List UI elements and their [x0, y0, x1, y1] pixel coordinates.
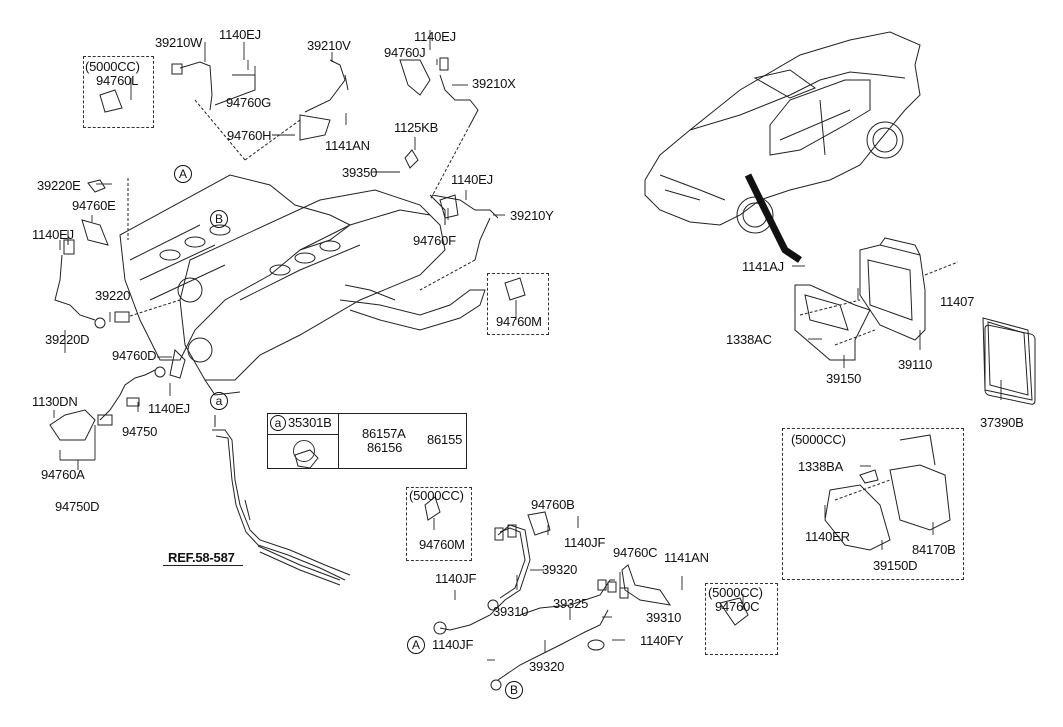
variant-label: (5000CC)	[85, 59, 140, 74]
part-label-1140JF: 1140JF	[564, 535, 606, 550]
part-label-1140FY: 1140FY	[640, 633, 684, 648]
ecu-assembly	[794, 237, 1036, 551]
reference-label: REF.58-587	[168, 550, 235, 565]
variant-label: (5000CC)	[409, 488, 464, 503]
part-label-1140EJ: 1140EJ	[32, 227, 74, 242]
part-label-1140EJ: 1140EJ	[414, 29, 456, 44]
part-label-94760J: 94760J	[384, 45, 426, 60]
part-label-1140EJ: 1140EJ	[451, 172, 493, 187]
part-label-39150: 39150	[826, 371, 862, 386]
part-label-1338AC: 1338AC	[726, 332, 772, 347]
part-label-39210Y: 39210Y	[510, 208, 554, 223]
part-label-1141AJ: 1141AJ	[742, 259, 784, 274]
callout-A-harness: A	[407, 636, 425, 654]
part-label-94760E: 94760E	[72, 198, 116, 213]
variant-box-94760C	[705, 583, 778, 655]
leader-lines	[53, 30, 1002, 661]
variant-label: (5000CC)	[791, 432, 846, 447]
variant-box-ecu-5000cc	[782, 428, 964, 580]
part-label-86157A: 86157A	[362, 426, 406, 441]
part-label-1140ER: 1140ER	[805, 529, 850, 544]
variant-box-94760M-bottom	[406, 487, 472, 561]
part-table-35301B	[267, 413, 467, 469]
part-label-39110: 39110	[898, 357, 933, 372]
part-label-39210X: 39210X	[472, 76, 516, 91]
part-label-1125KB: 1125KB	[394, 120, 439, 135]
part-label-39210W: 39210W	[155, 35, 203, 50]
part-label-39220D: 39220D	[45, 332, 90, 347]
car-illustration	[644, 31, 921, 263]
part-label-94750: 94750	[122, 424, 158, 439]
part-label-39310: 39310	[646, 610, 682, 625]
part-label-94760B: 94760B	[531, 497, 575, 512]
engine-block	[119, 174, 486, 396]
part-label-1140EJ: 1140EJ	[148, 401, 190, 416]
part-label-86155: 86155	[427, 432, 463, 447]
oxygen-sensor-wires	[49, 57, 499, 441]
variant-box-94760L	[83, 56, 154, 128]
part-label-11407: 11407	[940, 294, 975, 309]
callout-a-table: a	[270, 415, 286, 431]
table-divider-vertical	[338, 414, 339, 468]
part-label-94760C: 94760C	[613, 545, 658, 560]
part-label-1140JF: 1140JF	[435, 571, 477, 586]
variant-label: (5000CC)	[708, 585, 763, 600]
part-label-94760D: 94760D	[112, 348, 157, 363]
part-label-39220: 39220	[95, 288, 131, 303]
part-label-1141AN: 1141AN	[664, 550, 709, 565]
table-divider-horizontal	[268, 434, 338, 435]
part-label-1130DN: 1130DN	[32, 394, 78, 409]
part-label-94750D: 94750D	[55, 499, 100, 514]
variant-box-94760M-top	[487, 273, 549, 335]
part-label-86156: 86156	[367, 440, 403, 455]
part-label-94760L: 94760L	[96, 73, 139, 88]
callout-A-engine: A	[174, 165, 192, 183]
table-part-icon	[293, 440, 315, 462]
part-label-37390B: 37390B	[980, 415, 1024, 430]
part-label-94760G: 94760G	[226, 95, 272, 110]
harness-parts	[99, 89, 749, 691]
vacuum-pipe	[212, 415, 351, 586]
callout-B-engine: B	[210, 210, 228, 228]
part-label-94760H: 94760H	[227, 128, 272, 143]
part-label-94760M: 94760M	[496, 314, 542, 329]
part-label-84170B: 84170B	[912, 542, 956, 557]
part-label-1338BA: 1338BA	[798, 459, 844, 474]
part-label-39320: 39320	[542, 562, 578, 577]
part-label-39220E: 39220E	[37, 178, 81, 193]
part-label-1140JF: 1140JF	[432, 637, 474, 652]
part-label-94760A: 94760A	[41, 467, 85, 482]
callout-B-harness: B	[505, 681, 523, 699]
part-label-94760F: 94760F	[413, 233, 456, 248]
callout-a-pipe: a	[210, 392, 228, 410]
part-label-1141AN: 1141AN	[325, 138, 370, 153]
part-label-39210V: 39210V	[307, 38, 351, 53]
part-label-39325: 39325	[553, 596, 589, 611]
part-label-94760C: 94760C	[715, 599, 760, 614]
part-label-1140EJ: 1140EJ	[219, 27, 261, 42]
part-label-39350: 39350	[342, 165, 378, 180]
part-label-35301B: 35301B	[288, 415, 332, 430]
part-label-39150D: 39150D	[873, 558, 918, 573]
part-label-39310: 39310	[493, 604, 529, 619]
reference-underline	[163, 565, 243, 566]
part-label-39320: 39320	[529, 659, 565, 674]
part-label-94760M: 94760M	[419, 537, 465, 552]
